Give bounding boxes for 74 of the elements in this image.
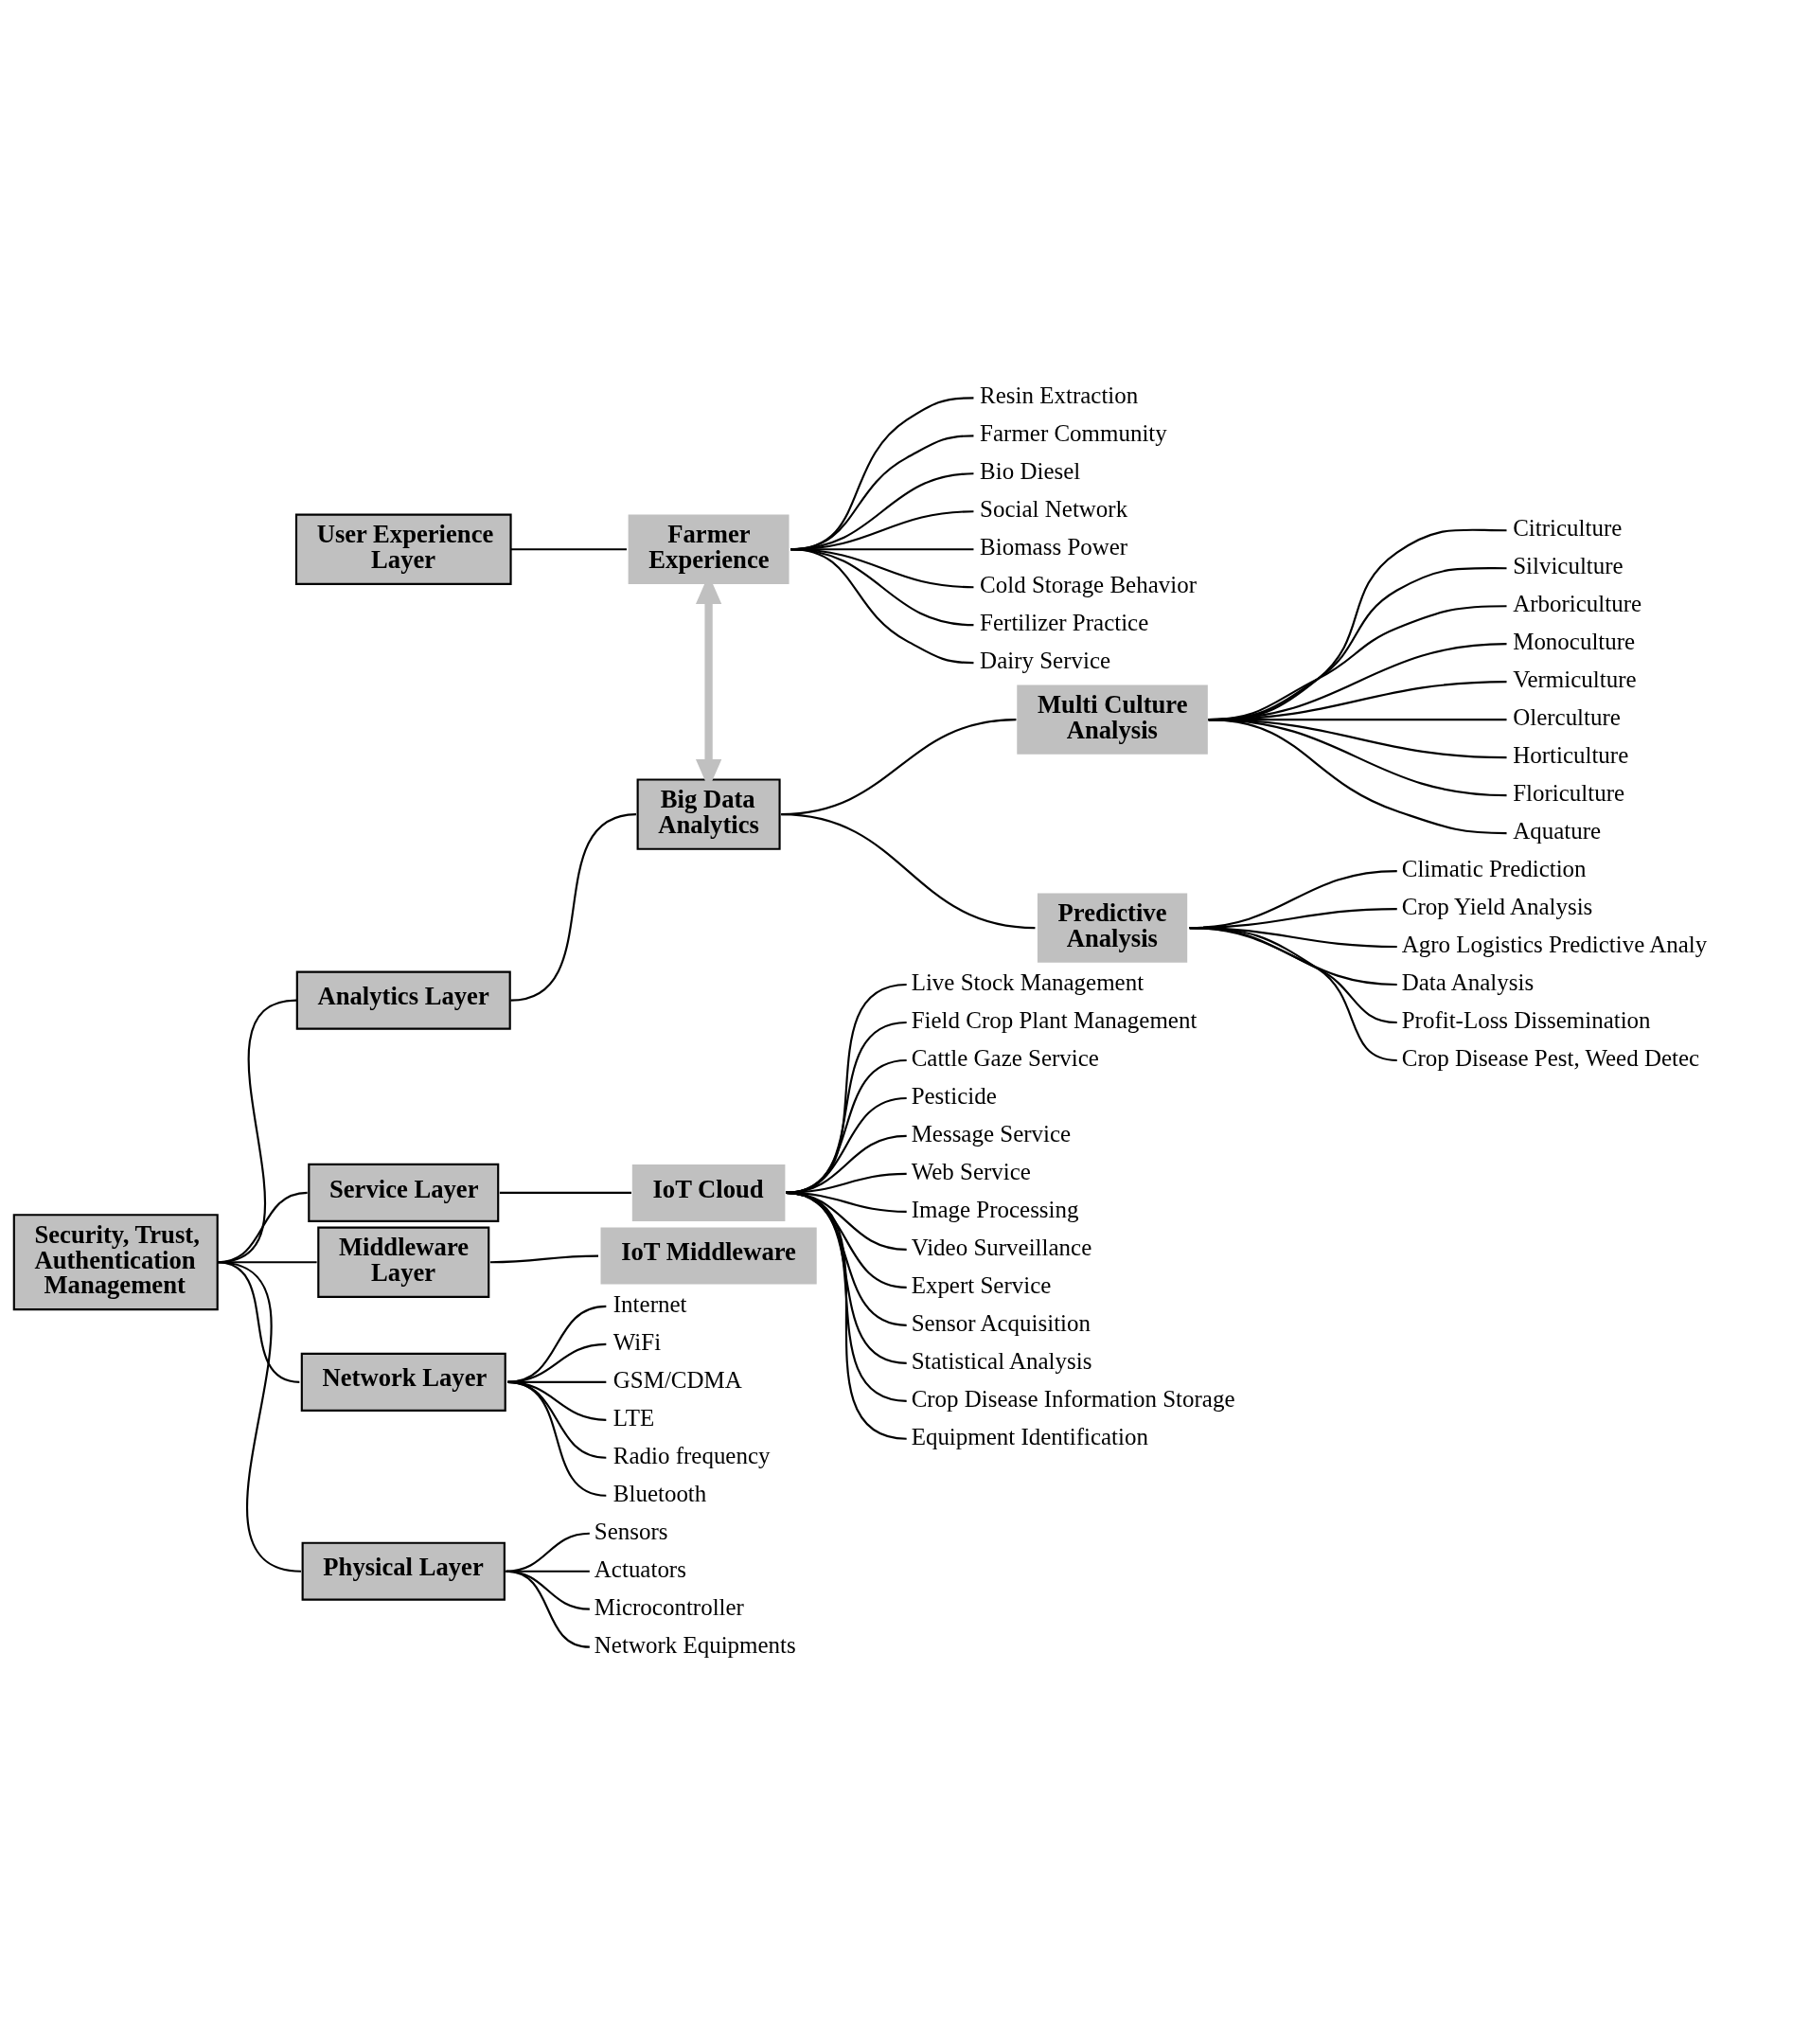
node-text: Fertilizer Practice [980,609,1149,635]
node-box: User Experience Layer [294,513,512,585]
node-box: IoT Cloud [631,1164,786,1221]
node-text: Floriculture [1513,779,1625,806]
node-box: Big Data Analytics [636,777,781,850]
connector [510,547,627,550]
node-box: Service Layer [308,1163,500,1222]
node-text: Social Network [980,495,1128,522]
node-text: Crop Disease Information Storage [911,1385,1235,1412]
connector [217,1260,302,1573]
node-box: Predictive Analysis [1037,892,1188,963]
node-text: Expert Service [911,1271,1052,1298]
node-text: Monoculture [1513,628,1636,654]
node-text: Horticulture [1513,741,1629,768]
node-text: Olerculture [1513,703,1621,730]
node-text: Crop Disease Pest, Weed Detec [1401,1044,1700,1071]
node-box: Security, Trust, Authentication Management [12,1213,219,1310]
node-text: Internet [612,1290,687,1317]
node-text: Pesticide [911,1082,997,1109]
node-text: Image Processing [911,1196,1079,1222]
connector [506,1532,590,1573]
node-text: GSM/CDMA [612,1366,742,1393]
node-text: Bluetooth [612,1480,707,1506]
node-box: IoT Middleware [600,1227,817,1285]
connector [1189,926,1397,1061]
node-text: Microcontroller [594,1593,744,1620]
node-box: Farmer Experience [628,514,790,584]
node-text: Citriculture [1513,514,1623,541]
node-text: Cold Storage Behavior [980,571,1197,597]
node-text: Bio Diesel [980,457,1081,484]
node-box: Multi Culture Analysis [1017,684,1208,755]
node-text: Radio frequency [612,1442,771,1468]
connector [499,1191,631,1194]
node-text: Farmer Community [980,419,1167,446]
node-text: Data Analysis [1401,969,1535,995]
node-text: Biomass Power [980,533,1128,560]
node-text: Live Stock Management [911,969,1145,995]
node-text: Cattle Gaze Service [911,1044,1099,1071]
node-text: Video Surveillance [911,1234,1092,1260]
node-text: Message Service [911,1120,1072,1146]
node-text: Web Service [911,1158,1031,1184]
node-box: Physical Layer [301,1541,506,1601]
node-text: Field Crop Plant Management [911,1006,1198,1033]
connector [217,1260,300,1383]
node-text: Equipment Identification [911,1423,1148,1449]
node-text: Arboriculture [1513,590,1642,616]
connector [507,1305,607,1383]
connector [489,1253,598,1263]
node-text: WiFi [612,1328,662,1355]
node-text: Statistical Analysis [911,1347,1092,1374]
node-text: Climatic Prediction [1401,855,1587,881]
node-text: Crop Yield Analysis [1401,893,1593,919]
node-text: Resin Extraction [980,382,1139,408]
node-text: Actuators [594,1555,686,1582]
node-text: Profit-Loss Dissemination [1401,1006,1651,1033]
node-text: Sensor Acquisition [911,1309,1091,1336]
node-text: Aquature [1513,817,1602,844]
connector [781,812,1036,929]
node-text: LTE [612,1404,655,1431]
connector [1208,718,1507,834]
node-text: Vermiculture [1513,666,1637,692]
connector [507,1380,607,1497]
node-text: Network Equipments [594,1631,796,1658]
connector [790,547,974,664]
node-box: Middleware Layer [317,1225,490,1298]
connector [506,1570,590,1648]
node-text: Silviculture [1513,552,1624,578]
node-box: Analytics Layer [295,970,511,1030]
node-text: Sensors [594,1518,668,1544]
node-box: Network Layer [300,1352,506,1412]
connector [510,812,637,1002]
node-text: Dairy Service [980,647,1111,673]
connector [786,1191,907,1440]
node-text: Agro Logistics Predictive Analy [1401,931,1708,957]
